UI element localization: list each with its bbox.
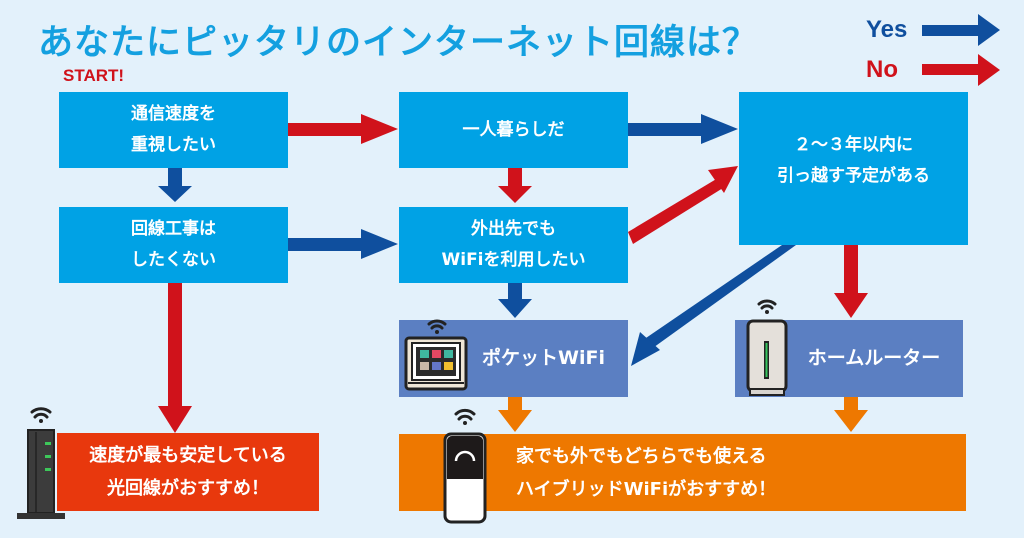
result-fiber-line2: 光回線がおすすめ！ (107, 478, 269, 499)
question-speed-line2: 重視したい (131, 135, 216, 155)
pocket-wifi-icon (404, 319, 468, 391)
question-outside-line1: 外出先でも (471, 219, 556, 239)
device-home-router-label: ホームルーター (807, 347, 941, 369)
arrow-speed-to-construction (158, 168, 192, 202)
result-fiber-line1: 速度が最も安定している (89, 445, 287, 466)
page-title: あなたにピッタリのインターネット回線は？ (38, 23, 759, 63)
result-hybrid-line2: ハイブリッドWiFiがおすすめ！ (516, 478, 777, 500)
question-moving-line1: ２～３年以内に (794, 135, 913, 155)
start-label: START! (63, 66, 125, 85)
question-moving-line2: 引っ越す予定がある (777, 166, 930, 186)
arrow-pocket-to-hybrid (498, 397, 532, 432)
arrow-alone-to-moving (628, 114, 738, 144)
question-speed: 通信速度を重視したい (59, 92, 288, 168)
arrow-speed-to-alone (288, 114, 398, 144)
arrow-moving-to-router (834, 245, 868, 318)
question-construction: 回線工事はしたくない (59, 207, 288, 283)
legend-yes-label: Yes (866, 16, 908, 43)
question-speed-line1: 通信速度を (131, 104, 216, 124)
arrow-construction-to-outside (288, 229, 398, 259)
result-fiber: 速度が最も安定している光回線がおすすめ！ (57, 433, 319, 511)
arrow-outside-to-moving (628, 166, 738, 244)
result-hybrid-line1: 家でも外でもどちらでも使える (516, 445, 767, 467)
question-moving: ２～３年以内に引っ越す予定がある (739, 92, 968, 245)
legend-no-arrow (922, 54, 1000, 86)
result-hybrid: 家でも外でもどちらでも使えるハイブリッドWiFiがおすすめ！ (399, 434, 966, 511)
legend-no-label: No (866, 56, 898, 83)
device-pocket-wifi-label: ポケットWiFi (482, 347, 605, 369)
arrow-router-to-hybrid (834, 397, 868, 432)
hybrid-wifi-icon (443, 408, 487, 524)
question-construction-line2: したくない (131, 250, 216, 270)
legend-yes-arrow (922, 14, 1000, 46)
question-outside-line2: WiFiを利用したい (441, 250, 586, 270)
arrow-moving-to-pocket (631, 245, 796, 366)
question-outside: 外出先でも WiFiを利用したい (399, 207, 628, 283)
arrow-alone-to-outside (498, 168, 532, 203)
arrow-outside-to-pocket (498, 283, 532, 318)
question-alone: 一人暮らしだ (399, 92, 628, 168)
fiber-router-icon (17, 407, 65, 519)
arrow-construction-to-fiber (158, 283, 192, 433)
question-alone-line1: 一人暮らしだ (462, 119, 565, 140)
home-router-icon (746, 299, 788, 396)
question-construction-line1: 回線工事は (131, 219, 216, 239)
